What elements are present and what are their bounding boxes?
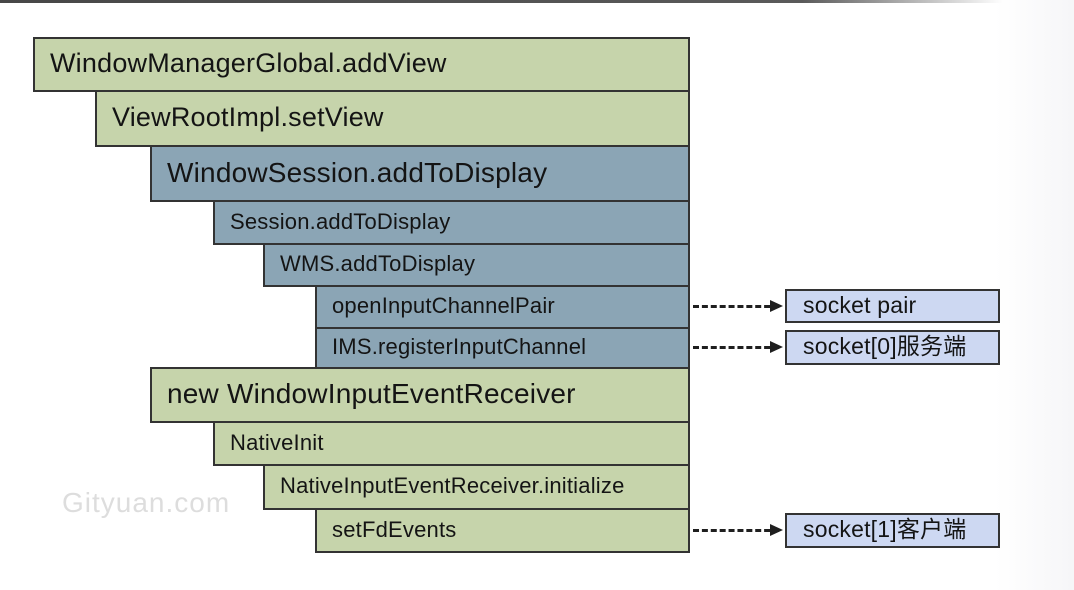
stack-box-new-windowinputeventreceiver: new WindowInputEventReceiver [150, 367, 690, 423]
stack-box-openinputchannelpair: openInputChannelPair [315, 285, 690, 329]
watermark: Gityuan.com [62, 487, 231, 518]
stack-box-label: IMS.registerInputChannel [332, 334, 587, 359]
stack-box-wms-addtodisplay: WMS.addToDisplay [263, 243, 690, 287]
stack-box-label: setFdEvents [332, 516, 457, 542]
stack-box-windowsession-addtodisplay: WindowSession.addToDisplay [150, 145, 690, 202]
stack-box-nativeinputeventreceiver-initialize: NativeInputEventReceiver.initialize [263, 464, 690, 510]
stack-box-label: ViewRootImpl.setView [112, 102, 384, 132]
side-box-label: socket pair [803, 291, 917, 318]
arrowhead-icon [770, 341, 783, 353]
arrowhead-icon [770, 300, 783, 312]
side-box-socket-pair: socket pair [785, 289, 1000, 323]
top-crop-line [0, 0, 1003, 3]
side-box-label: socket[0]服务端 [803, 333, 967, 359]
stack-box-label: WMS.addToDisplay [280, 251, 476, 276]
stack-box-session-addtodisplay: Session.addToDisplay [213, 200, 690, 245]
stack-box-label: NativeInputEventReceiver.initialize [280, 473, 625, 498]
arrow-ims-registerinputchannel-to-socket0 [693, 341, 783, 353]
stack-box-label: WindowManagerGlobal.addView [50, 48, 447, 78]
stack-box-label: NativeInit [230, 429, 324, 455]
stack-box-label: openInputChannelPair [332, 293, 555, 318]
stack-box-setfdevents: setFdEvents [315, 508, 690, 553]
stack-box-label: new WindowInputEventReceiver [167, 378, 576, 409]
side-box-socket0-server: socket[0]服务端 [785, 330, 1000, 365]
side-box-label: socket[1]客户端 [803, 516, 967, 542]
stack-box-viewrootimpl-setview: ViewRootImpl.setView [95, 90, 690, 147]
side-box-socket1-client: socket[1]客户端 [785, 513, 1000, 548]
stack-box-nativeinit: NativeInit [213, 421, 690, 466]
arrow-openinputchannelpair-to-socket-pair [693, 300, 783, 312]
stack-box-ims-registerinputchannel: IMS.registerInputChannel [315, 327, 690, 369]
arrowhead-icon [770, 524, 783, 536]
stack-box-label: WindowSession.addToDisplay [167, 156, 548, 188]
arrow-setfdevents-to-socket1 [693, 524, 783, 536]
stack-box-label: Session.addToDisplay [230, 208, 451, 234]
stack-box-windowmanagerglobal-addview: WindowManagerGlobal.addView [33, 37, 690, 92]
